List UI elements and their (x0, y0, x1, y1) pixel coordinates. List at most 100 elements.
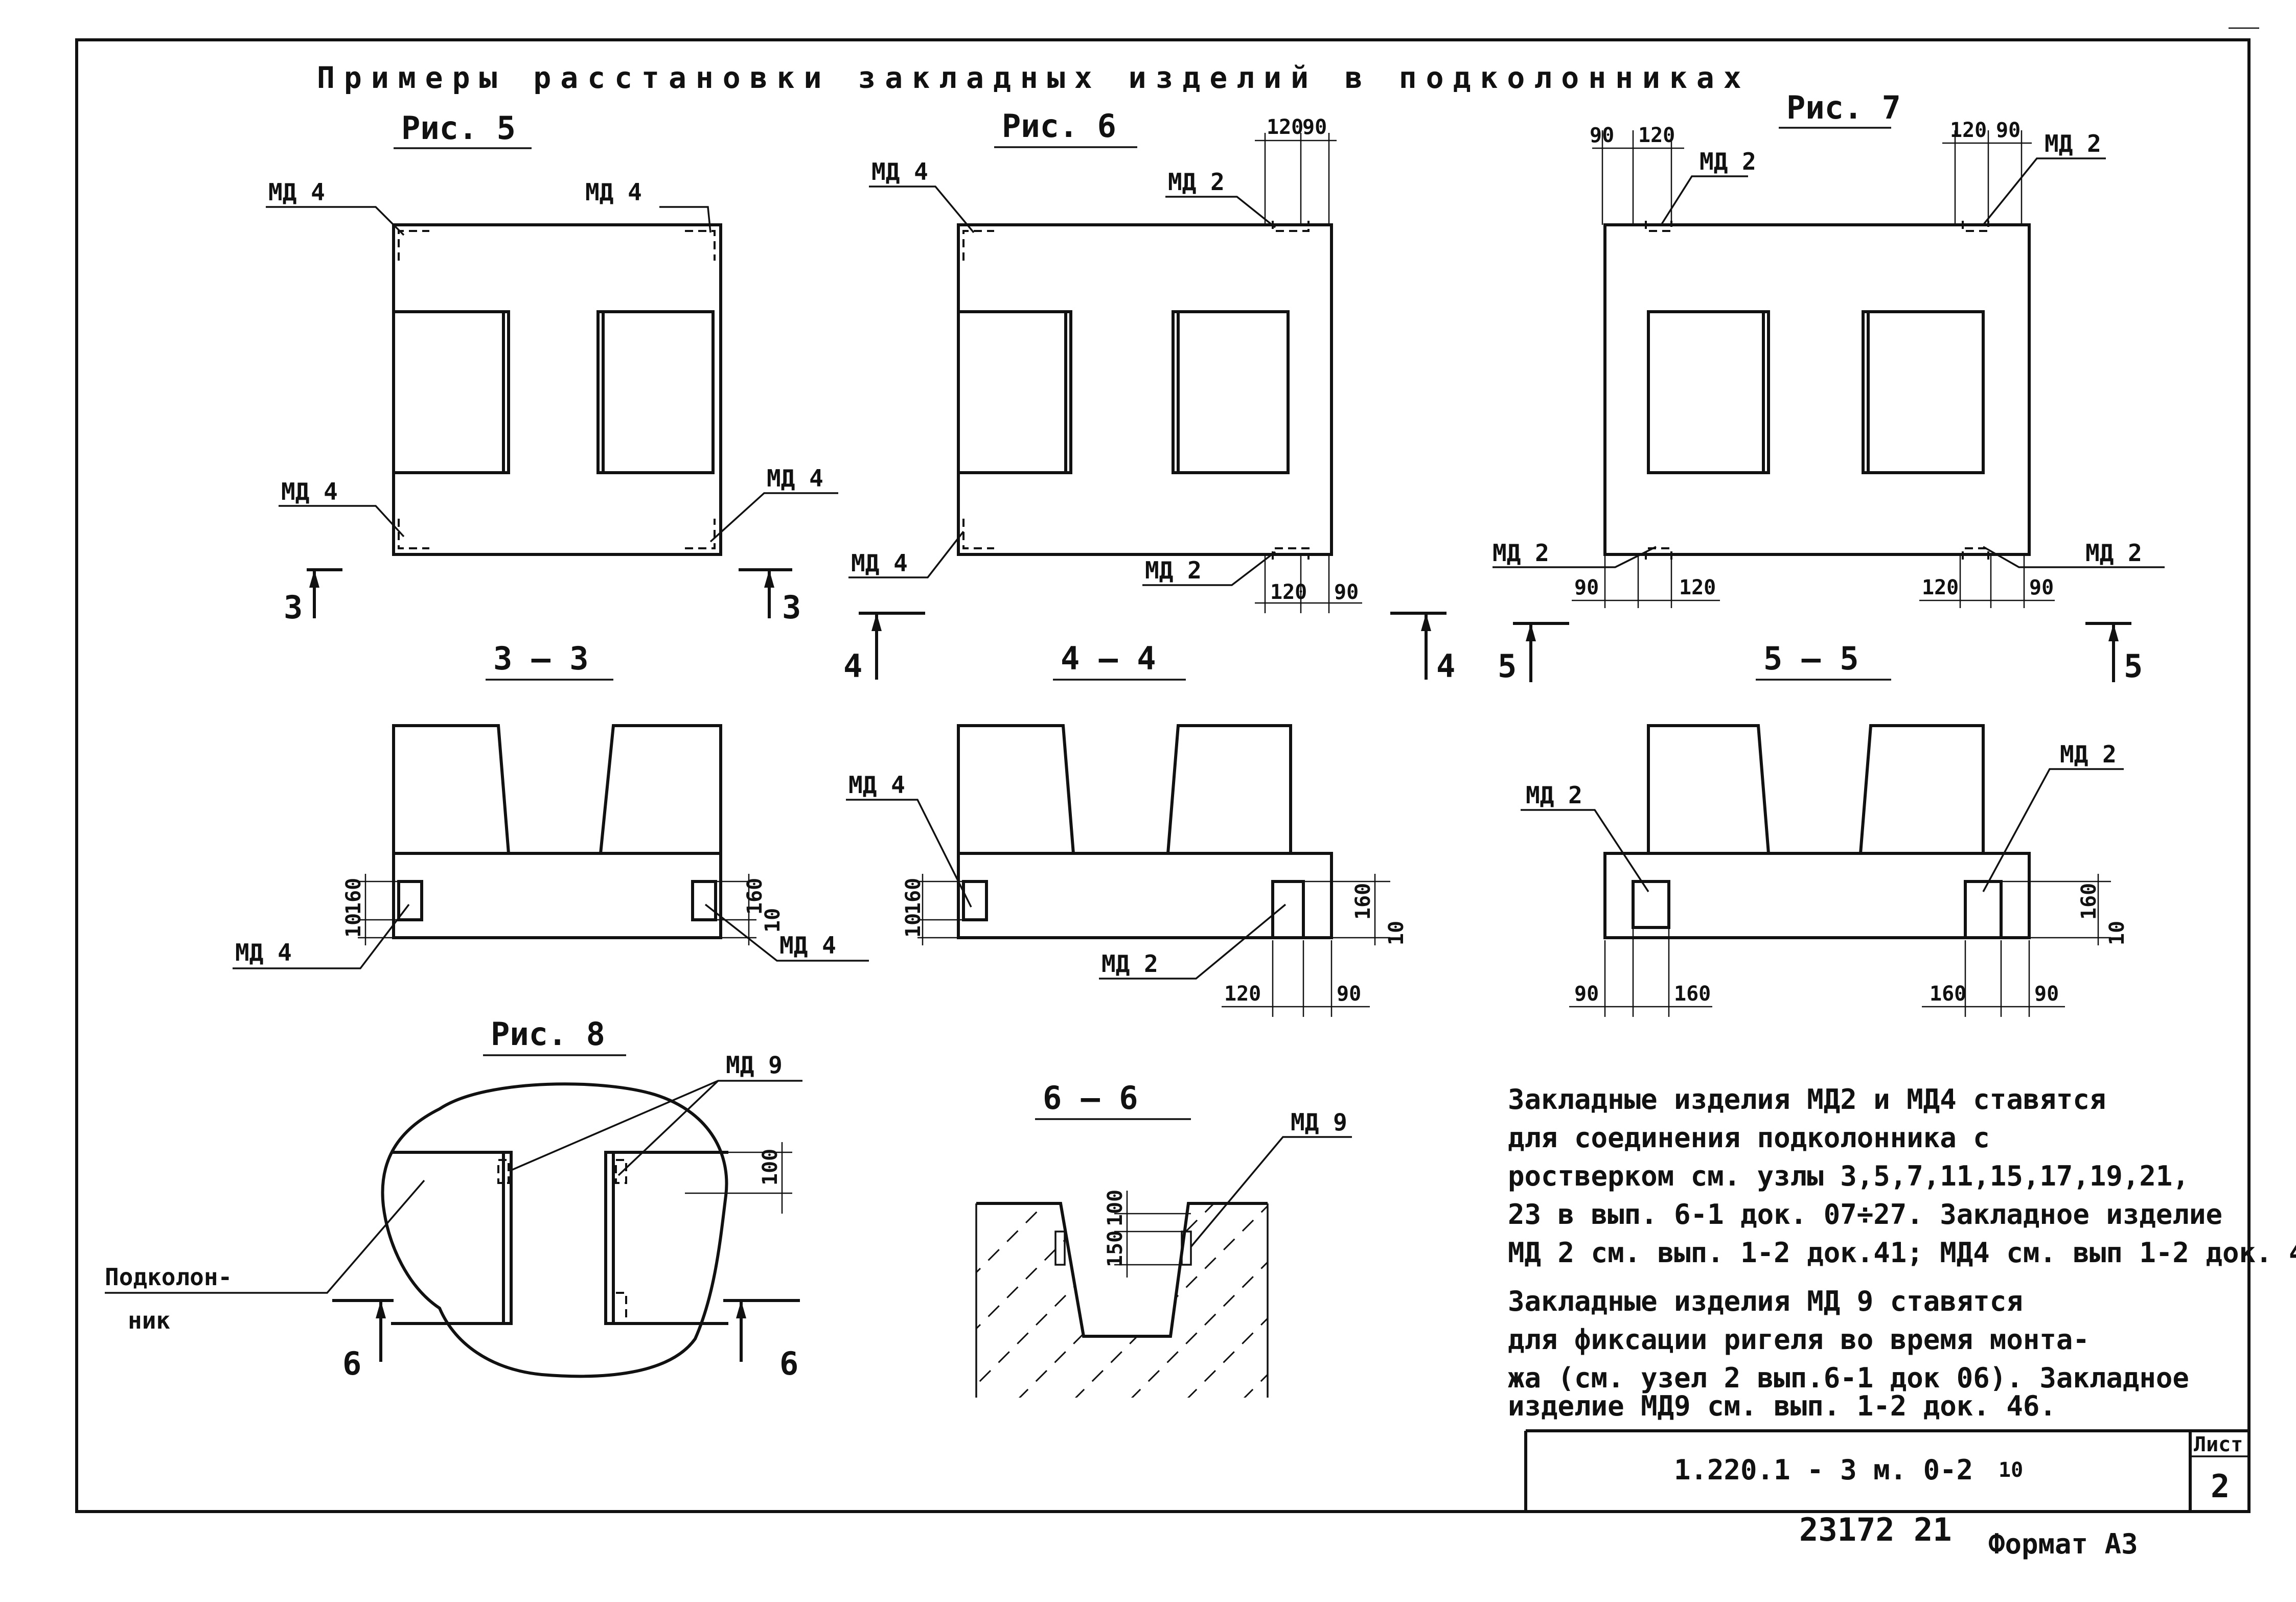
stamp-code: 1.220.1 - 3 м. 0-2 (1674, 1454, 1973, 1486)
svg-text:10: 10 (1385, 921, 1408, 945)
figure-8-plan: Рис. 8 100 МД 9 Подколон- ник 6 6 (105, 1015, 802, 1382)
figure-5-label-md4-br: МД 4 (767, 465, 823, 492)
svg-text:120: 120 (1224, 982, 1261, 1006)
figure-6-md4-top-left (962, 230, 994, 261)
svg-text:120: 120 (1270, 581, 1307, 604)
figure-5-socket-left (392, 310, 510, 474)
figure-8-label-podkolonnik-2: ник (128, 1307, 170, 1334)
section-4-4-md4 (962, 880, 988, 921)
svg-text:160: 160 (2077, 883, 2101, 920)
figure-8-caption: Рис. 8 (491, 1015, 605, 1053)
section-4-4-wall-right (1166, 724, 1292, 854)
note-1-line-1: Закладные изделия МД2 и МД4 ставятся (1508, 1083, 2106, 1116)
note-2-line-4: изделие МД9 см. вып. 1-2 док. 46. (1508, 1390, 2056, 1422)
section-3-3: 3 — 3 10 160 160 10 МД 4 МД 4 (233, 640, 869, 969)
section-3-3-wall-left (392, 724, 510, 854)
section-3-3-md4-right (691, 880, 717, 921)
figure-5-md4-bottom-right (685, 519, 716, 549)
figure-6-column-outline (957, 223, 1333, 556)
section-3-3-md4-left (397, 880, 423, 921)
figure-7-md2-bl (1645, 547, 1672, 560)
svg-text:90: 90 (1334, 581, 1359, 604)
section-3-3-label-md4-right: МД 4 (779, 932, 836, 959)
figure-5-socket-right (596, 310, 715, 474)
section-3-3-caption: 3 — 3 (493, 640, 589, 677)
notes-block: Закладные изделия МД2 и МД4 ставятся для… (1508, 1083, 2296, 1422)
svg-text:160: 160 (1351, 883, 1375, 920)
svg-text:90: 90 (1590, 124, 1614, 147)
figure-8-cut-mark-right: 6 (779, 1345, 798, 1382)
section-4-4: 4 — 4 10 160 160 10 120 90 МД 4 МД 2 (846, 640, 1408, 1017)
note-1-line-4: 23 в вып. 6-1 док. 07÷27. Закладное изде… (1508, 1198, 2222, 1230)
svg-text:90: 90 (1302, 115, 1327, 139)
svg-text:150: 150 (1104, 1230, 1127, 1267)
figure-5-label-md4-tl: МД 4 (268, 178, 325, 206)
svg-text:160: 160 (342, 878, 365, 915)
figure-7-socket-left (1647, 310, 1770, 474)
section-5-5-md2-left (1632, 880, 1670, 929)
figure-7-cut-mark-right: 5 (2124, 647, 2143, 685)
footer-number: 23172 21 (1799, 1511, 1952, 1548)
figure-6-socket-left (957, 310, 1072, 474)
note-2-line-2: для фиксации ригеля во время монта- (1508, 1324, 2090, 1356)
section-6-6-md9-left (1054, 1230, 1066, 1266)
note-2-line-1: Закладные изделия МД 9 ставятся (1508, 1285, 2023, 1317)
section-5-5-wall-left (1647, 724, 1770, 854)
section-6-6: 6 — 6 100 150 МД 9 (975, 1079, 1352, 1398)
figure-5-cut-mark-right: 3 (782, 589, 801, 626)
svg-text:90: 90 (1574, 576, 1599, 599)
note-1-line-3: ростверком см. узлы 3,5,7,11,15,17,19,21… (1508, 1160, 2189, 1192)
figure-8-cut-mark-left: 6 (342, 1345, 361, 1382)
figure-5-plan: Рис. 5 МД 4 МД 4 МД 4 МД 4 3 3 (266, 109, 838, 626)
figure-7-label-md2-br: МД 2 (2085, 539, 2142, 567)
figure-7-label-md2-bl: МД 2 (1493, 539, 1549, 567)
figure-7-label-md2-tr: МД 2 (2045, 130, 2101, 157)
svg-text:90: 90 (2034, 982, 2059, 1006)
figure-7-plan: Рис. 7 90 120 120 90 90 120 120 (1493, 89, 2165, 685)
figure-8-label-md9: МД 9 (726, 1051, 783, 1079)
svg-text:10: 10 (342, 913, 365, 938)
section-5-5-md2-right (1964, 880, 2003, 939)
figure-8-label-podkolonnik-1: Подколон- (105, 1263, 232, 1291)
svg-text:160: 160 (902, 878, 925, 915)
svg-text:120: 120 (1267, 115, 1303, 139)
note-1-line-2: для соединения подколонника с (1508, 1122, 1990, 1154)
figure-6-md4-bottom-left (962, 519, 994, 549)
figure-8-breakout-outline (381, 1082, 728, 1378)
figure-6-label-md2-bottom: МД 2 (1145, 556, 1202, 584)
section-4-4-label-md4: МД 4 (848, 771, 905, 799)
figure-6-cut-mark-left: 4 (843, 647, 862, 685)
svg-text:90: 90 (1337, 982, 1361, 1006)
figure-6-caption: Рис. 6 (1002, 107, 1116, 145)
svg-text:160: 160 (743, 878, 767, 915)
section-4-4-md2 (1271, 880, 1305, 939)
section-5-5-wall-right (1859, 724, 1985, 854)
note-1-line-5: МД 2 см. вып. 1-2 док.41; МД4 см. вып 1-… (1508, 1237, 2296, 1269)
svg-text:10: 10 (761, 908, 785, 933)
drawing-frame (75, 38, 2251, 1513)
figure-7-column-outline (1603, 223, 2031, 556)
figure-7-md2-br (1962, 547, 1989, 560)
section-3-3-wall-right (599, 724, 722, 854)
figure-6-cut-mark-right: 4 (1436, 647, 1455, 685)
section-3-3-label-md4-left: МД 4 (235, 939, 292, 966)
svg-text:10: 10 (2105, 921, 2129, 945)
figure-5-md4-top-right (685, 230, 716, 261)
drawing-title: Примеры расстановки закладных изделий в … (317, 60, 1751, 95)
svg-text:160: 160 (1674, 982, 1711, 1006)
section-4-4-label-md2: МД 2 (1101, 950, 1158, 978)
section-4-4-wall-left (957, 724, 1075, 854)
figure-5-label-md4-tr: МД 4 (585, 178, 642, 206)
section-5-5-base (1603, 852, 2031, 939)
svg-text:160: 160 (1930, 982, 1966, 1006)
title-block: 1.220.1 - 3 м. 0-2 10 Лист 2 (1524, 1429, 2249, 1512)
note-2-line-3: жа (см. узел 2 вып.6-1 док 06). Закладно… (1508, 1362, 2189, 1394)
figure-7-md2-tr (1962, 221, 1989, 232)
figure-7-md2-tl (1645, 221, 1672, 232)
section-5-5: 5 — 5 160 10 90 160 160 90 МД 2 МД 2 (1521, 640, 2129, 1017)
figure-5-label-md4-bl: МД 4 (281, 478, 338, 505)
svg-text:120: 120 (1922, 576, 1959, 599)
figure-6-label-md2-top: МД 2 (1168, 168, 1225, 196)
figure-8-md9-left (497, 1159, 510, 1184)
svg-text:100: 100 (1104, 1190, 1127, 1226)
